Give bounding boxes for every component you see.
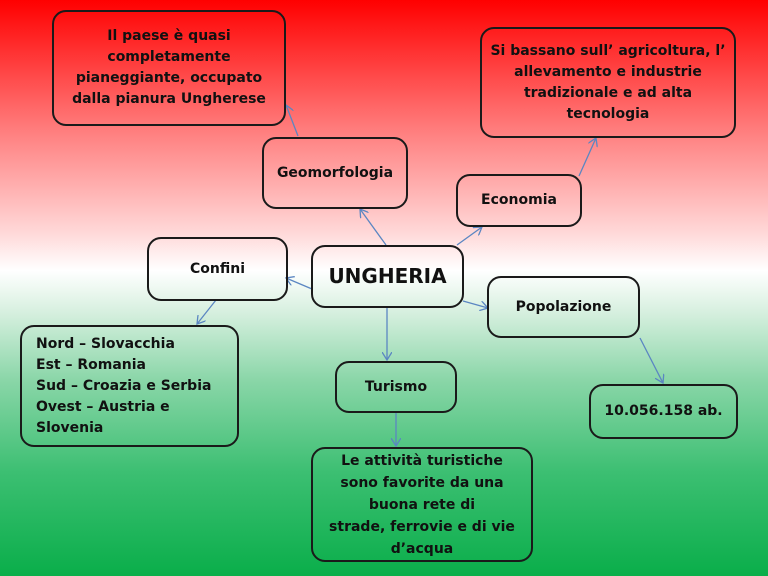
geomorfologia-detail-text: Il paese è quasi completamente pianeggia… <box>72 28 266 107</box>
confini-detail-text: Nord – Slovacchia Est – Romania Sud – Cr… <box>36 335 212 436</box>
popolazione-detail-box: 10.056.158 ab. <box>589 384 738 439</box>
turismo-label: Turismo <box>364 378 428 395</box>
turismo-node: Turismo <box>335 361 457 413</box>
ungheria-label: UNGHERIA <box>328 264 447 288</box>
confini-label: Confini <box>189 260 245 277</box>
geomorfologia-node: Geomorfologia <box>262 137 408 209</box>
economia-detail-box: Si bassano sull’ agricoltura, l’ allevam… <box>480 27 736 138</box>
ungheria-center-node: UNGHERIA <box>311 245 464 308</box>
popolazione-node: Popolazione <box>487 276 640 338</box>
confini-node: Confini <box>147 237 288 301</box>
turismo-detail-text: Le attività turistiche sono favorite da … <box>329 452 515 557</box>
popolazione-label: Popolazione <box>515 298 612 315</box>
popolazione-detail-text: 10.056.158 ab. <box>604 403 723 419</box>
turismo-detail-box: Le attività turistiche sono favorite da … <box>311 447 533 562</box>
economia-label: Economia <box>481 192 557 208</box>
economia-detail-text: Si bassano sull’ agricoltura, l’ allevam… <box>490 42 726 122</box>
confini-detail-box: Nord – Slovacchia Est – Romania Sud – Cr… <box>20 325 239 447</box>
geomorfologia-detail-box: Il paese è quasi completamente pianeggia… <box>52 10 286 126</box>
economia-node: Economia <box>456 174 582 227</box>
geomorfologia-label: Geomorfologia <box>276 164 394 181</box>
